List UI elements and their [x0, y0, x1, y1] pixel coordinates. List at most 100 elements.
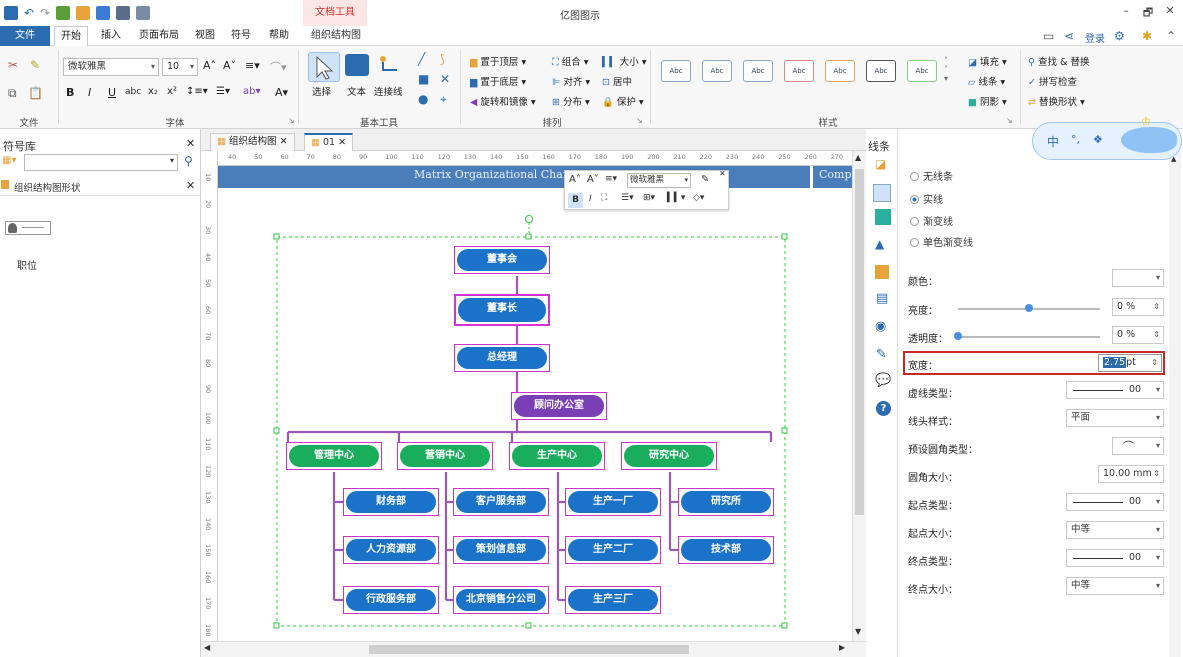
print-icon[interactable]	[116, 6, 131, 20]
select-tool-icon[interactable]	[308, 52, 340, 82]
point-tool-icon[interactable]: ⌖	[440, 92, 447, 106]
align-icon[interactable]: ≡▾	[605, 174, 618, 184]
copy-icon[interactable]: ⧉	[8, 86, 17, 100]
grow-font-icon[interactable]: A˄	[569, 174, 581, 185]
shape-label[interactable]: 职位	[17, 261, 37, 272]
format-painter-icon[interactable]: ✎	[701, 174, 710, 185]
text-tool-icon[interactable]	[345, 54, 369, 76]
node-beijing-branch[interactable]: 北京销售分公司	[453, 586, 549, 614]
distribute-button[interactable]: ⊞ 分布 ▾	[552, 97, 590, 108]
style-button-3[interactable]: Abc	[743, 60, 773, 82]
share-icon[interactable]: ⋖	[1064, 29, 1075, 43]
export-icon[interactable]	[136, 6, 151, 20]
transparency-input[interactable]: 0 %⇕	[1112, 326, 1164, 344]
align-text-icon[interactable]: ≡▾	[245, 59, 260, 72]
close-toolbar-icon[interactable]: ✕	[719, 169, 726, 178]
format-painter-icon[interactable]: ✂	[8, 58, 19, 72]
text-shape-icon[interactable]: ⌒▾	[270, 61, 287, 74]
tab-help[interactable]: 帮助	[269, 30, 289, 41]
node-research-institute[interactable]: 研究所	[678, 488, 774, 516]
text-tool-label[interactable]: 文本	[347, 87, 367, 98]
panel-scrollbar[interactable]: ▲	[1169, 151, 1181, 657]
font-name-select[interactable]: 微软雅黑▾	[63, 58, 159, 76]
align-button[interactable]: ⊫ 对齐 ▾	[552, 77, 591, 88]
login-link[interactable]: 登录	[1085, 34, 1105, 45]
library-item-row[interactable]: 组织结构图形状 ✕	[0, 176, 201, 196]
center-button[interactable]: ⊡ 居中	[602, 77, 633, 88]
restore-button[interactable]: 🗗	[1142, 6, 1154, 19]
style-button-2[interactable]: Abc	[702, 60, 732, 82]
node-factory-2[interactable]: 生产二厂	[565, 536, 661, 564]
bold-icon[interactable]: B	[568, 193, 583, 208]
node-chairman[interactable]: 董事长	[454, 294, 550, 326]
bullets-icon[interactable]: ☰▾	[216, 86, 230, 97]
node-planning-info[interactable]: 策划信息部	[453, 536, 549, 564]
spell-check-button[interactable]: ✓ 拼写检查	[1028, 77, 1078, 88]
scroll-right-icon[interactable]: ▶	[839, 643, 846, 652]
new-icon[interactable]	[56, 6, 71, 20]
shadow-tool-icon[interactable]	[875, 209, 891, 225]
library-menu-icon[interactable]: ▦▾	[2, 155, 17, 166]
list-icon[interactable]: ☰▾	[621, 193, 634, 203]
underline-icon[interactable]: U	[108, 86, 117, 99]
option-solid-line[interactable]: 实线	[910, 191, 943, 206]
line-shape-icon[interactable]: ╱	[418, 52, 426, 66]
node-finance[interactable]: 财务部	[343, 488, 439, 516]
replace-shape-button[interactable]: ⇄ 替换形状 ▾	[1028, 97, 1085, 108]
node-factory-3[interactable]: 生产三厂	[565, 586, 661, 614]
tab-view[interactable]: 视图	[195, 30, 215, 41]
library-search-input[interactable]: ▾	[24, 154, 178, 171]
collapse-ribbon-icon[interactable]: ⌃	[1166, 29, 1177, 43]
fit-icon[interactable]: ⛶	[601, 193, 608, 203]
node-board[interactable]: 董事会	[454, 246, 550, 274]
h-scroll-thumb[interactable]	[369, 645, 689, 654]
fill-tool-icon[interactable]: ◪	[875, 157, 887, 171]
resize-handles[interactable]	[273, 233, 788, 629]
shrink-font-icon[interactable]: A˅	[223, 59, 237, 72]
end-type-select[interactable]: 00▾	[1066, 549, 1164, 567]
node-general-manager[interactable]: 总经理	[454, 344, 550, 372]
redo-icon[interactable]: ↷	[40, 6, 51, 20]
comment-tool-icon[interactable]: 💬	[875, 373, 892, 388]
float-font-select[interactable]: 微软雅黑▾	[627, 173, 691, 188]
transparency-slider[interactable]	[958, 336, 1100, 338]
open-icon[interactable]	[76, 6, 91, 20]
line-tool-icon[interactable]	[873, 184, 891, 202]
line-spacing-icon[interactable]: ↕≡▾	[186, 86, 208, 97]
cross-shape-icon[interactable]: ✕	[440, 72, 451, 86]
style-scroll-icon[interactable]: ˄˅▾	[944, 56, 949, 83]
highlight-color-icon[interactable]: ab▾	[243, 86, 261, 97]
line-button[interactable]: ▱ 线条 ▾	[968, 77, 1006, 88]
paste-icon[interactable]: 📋	[28, 86, 43, 100]
node-sales-center[interactable]: 营销中心	[397, 442, 493, 470]
scroll-thumb[interactable]	[855, 169, 864, 515]
fill-button[interactable]: ◪ 填充 ▾	[968, 57, 1007, 68]
brush-icon[interactable]: ✎	[30, 58, 41, 72]
node-customer-service[interactable]: 客户服务部	[453, 488, 549, 516]
size-button[interactable]: ▍▍ 大小 ▾	[602, 57, 647, 68]
style-button-4[interactable]: Abc	[784, 60, 814, 82]
edit-tool-icon[interactable]: ✎	[876, 347, 887, 362]
font-size-select[interactable]: 10▾	[162, 58, 198, 76]
minimize-button[interactable]: –	[1123, 4, 1129, 17]
font-dialog-launcher-icon[interactable]: ↘	[288, 116, 295, 125]
ellipse-shape-icon[interactable]: ●	[418, 92, 429, 106]
node-rd-center[interactable]: 研究中心	[621, 442, 717, 470]
style-button-1[interactable]: Abc	[661, 60, 691, 82]
option-no-line[interactable]: 无线条	[910, 168, 953, 183]
rotate-handle[interactable]	[525, 215, 533, 223]
grow-font-icon[interactable]: A˄	[203, 59, 217, 72]
brightness-input[interactable]: 0 %⇕	[1112, 298, 1164, 316]
layer-tool-icon[interactable]	[875, 265, 889, 279]
node-management-center[interactable]: 管理中心	[286, 442, 382, 470]
bring-to-front-button[interactable]: ▆ 置于顶层 ▾	[470, 57, 527, 68]
color-picker[interactable]: ▾	[1112, 269, 1164, 287]
style-button-6[interactable]: Abc	[866, 60, 896, 82]
option-gradient-line[interactable]: 渐变线	[910, 213, 953, 228]
doc-tab-01[interactable]: ▦ 01 ✕	[304, 133, 354, 151]
subscript-icon[interactable]: x₂	[148, 86, 158, 97]
tab-org-chart[interactable]: 组织结构图	[311, 30, 361, 41]
dash-type-select[interactable]: 00▾	[1066, 381, 1164, 399]
scroll-left-icon[interactable]: ◀	[204, 643, 211, 652]
select-tool-label[interactable]: 选择	[312, 87, 332, 98]
